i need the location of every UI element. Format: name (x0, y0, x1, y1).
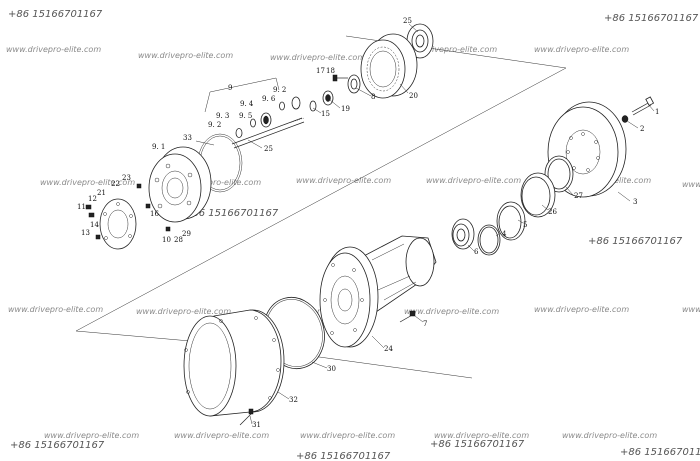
watermark-url: www.drivepro-elite.com (174, 431, 269, 440)
watermark-url: www.drivepro-elite.com (44, 431, 139, 440)
watermark-url: www.drivepro-elite.com (8, 305, 103, 314)
watermark-url: www.drivepro-elite.com (136, 307, 231, 316)
label-11: 11 (77, 203, 86, 211)
label-17: 17 (316, 67, 325, 75)
watermark-phone: +86 15166701167 (430, 439, 525, 450)
part-15 (309, 100, 317, 112)
label-29: 29 (182, 230, 191, 238)
part-labels: 25 17 18 8 20 19 15 9 9. 2 9. 6 9. 4 9. … (77, 17, 659, 429)
small-bolts-left (85, 183, 171, 240)
label-22: 22 (111, 180, 120, 188)
label-9-6: 9. 6 (262, 95, 276, 103)
watermark-url: www.drivepro-elite.com (6, 45, 101, 54)
watermark-url: www.drivepro-elite.com (682, 305, 700, 314)
label-9-5: 9. 5 (239, 112, 252, 120)
label-19: 19 (341, 105, 350, 113)
label-8: 8 (371, 93, 375, 101)
watermark-phone: +86 15166701167 (296, 451, 391, 461)
label-23: 23 (122, 174, 131, 182)
watermark-url: www.drivepro-elite.com (300, 431, 395, 440)
washer-8 (347, 74, 361, 94)
bolt-17-18 (332, 74, 348, 82)
bolt-31 (239, 408, 254, 426)
watermark-url: www.drivepro-elite.com (138, 51, 233, 60)
gear-19 (322, 90, 334, 106)
drum-housing-32 (183, 309, 285, 417)
watermark-url: www.drivepro-elite.com (270, 307, 365, 316)
label-10: 10 (162, 236, 171, 244)
label-25-top: 25 (403, 17, 412, 25)
label-33: 33 (183, 134, 192, 142)
watermark-url: www.drivepro-elite.com (562, 431, 657, 440)
label-9-3: 9. 3 (216, 112, 229, 120)
label-13: 13 (81, 229, 90, 237)
label-9-2-lower: 9. 2 (208, 121, 221, 129)
label-3: 3 (633, 198, 637, 206)
watermark-phone: +86 15166701167 (10, 440, 105, 451)
label-6: 6 (474, 248, 479, 256)
label-9-1: 9. 1 (152, 143, 165, 151)
watermarks: +86 15166701167 +86 15166701167 +86 1516… (6, 9, 700, 461)
label-28: 28 (174, 236, 183, 244)
shaft-25 (231, 117, 305, 149)
watermark-phone: +86 15166701167 (184, 208, 279, 219)
label-12: 12 (88, 195, 97, 203)
label-26: 26 (548, 208, 557, 216)
watermark-url: www.drivepro-elite.com (402, 45, 497, 54)
watermark-url: www.drivepro-elite.com (404, 307, 499, 316)
watermark-phone: +86 15166701167 (8, 9, 103, 20)
label-25-shaft: 25 (264, 145, 273, 153)
label-24: 24 (384, 345, 393, 353)
wheel-hub-24 (319, 235, 437, 348)
label-9: 9 (228, 84, 232, 92)
watermark-url: www.drivepro-elite.com (166, 178, 261, 187)
label-31: 31 (252, 421, 261, 429)
watermark-phone: +86 15166701167 (604, 13, 699, 24)
watermark-url: www.drivepro-elite.com (40, 178, 135, 187)
ring-5 (496, 201, 526, 241)
label-20: 20 (409, 92, 418, 100)
group-9-parts (235, 96, 301, 138)
group-9-bracket (204, 77, 280, 113)
label-9-2-upper: 9. 2 (273, 86, 286, 94)
seal-26 (520, 172, 556, 218)
label-2: 2 (640, 125, 644, 133)
label-5: 5 (523, 221, 527, 229)
label-15: 15 (321, 110, 330, 118)
label-9-4: 9. 4 (240, 100, 254, 108)
washer-2 (621, 115, 629, 123)
watermark-url: www.drivepro-elite.com (296, 176, 391, 185)
label-21: 21 (97, 189, 106, 197)
label-32: 32 (289, 396, 298, 404)
label-4: 4 (502, 230, 507, 238)
label-14: 14 (90, 221, 99, 229)
label-16: 16 (150, 210, 159, 218)
leader-lines (195, 23, 655, 425)
watermark-url: www.drivepro-elite.com (534, 45, 629, 54)
bearing-6 (451, 218, 475, 250)
ring-gear-20 (360, 33, 418, 99)
watermark-url: www.drivepro-elite.com (426, 176, 521, 185)
watermark-url: www.drivepro-elite.com (682, 180, 700, 189)
label-1: 1 (655, 108, 659, 116)
label-27: 27 (574, 192, 583, 200)
bolt-7 (399, 310, 416, 323)
watermark-url: www.drivepro-elite.com (534, 305, 629, 314)
snap-ring-4 (477, 224, 501, 256)
cover-plate-21 (99, 198, 137, 250)
watermark-url: www.drivepro-elite.com (434, 431, 529, 440)
label-18: 18 (326, 67, 335, 75)
watermark-phone: +86 15166701167 (620, 447, 700, 458)
carrier-housing-9-1 (148, 146, 212, 223)
watermark-url: www.drivepro-elite.com (270, 53, 365, 62)
label-30: 30 (327, 365, 336, 373)
bolt-1 (631, 96, 655, 116)
label-7: 7 (423, 320, 427, 328)
watermark-phone: +86 15166701167 (588, 236, 683, 247)
